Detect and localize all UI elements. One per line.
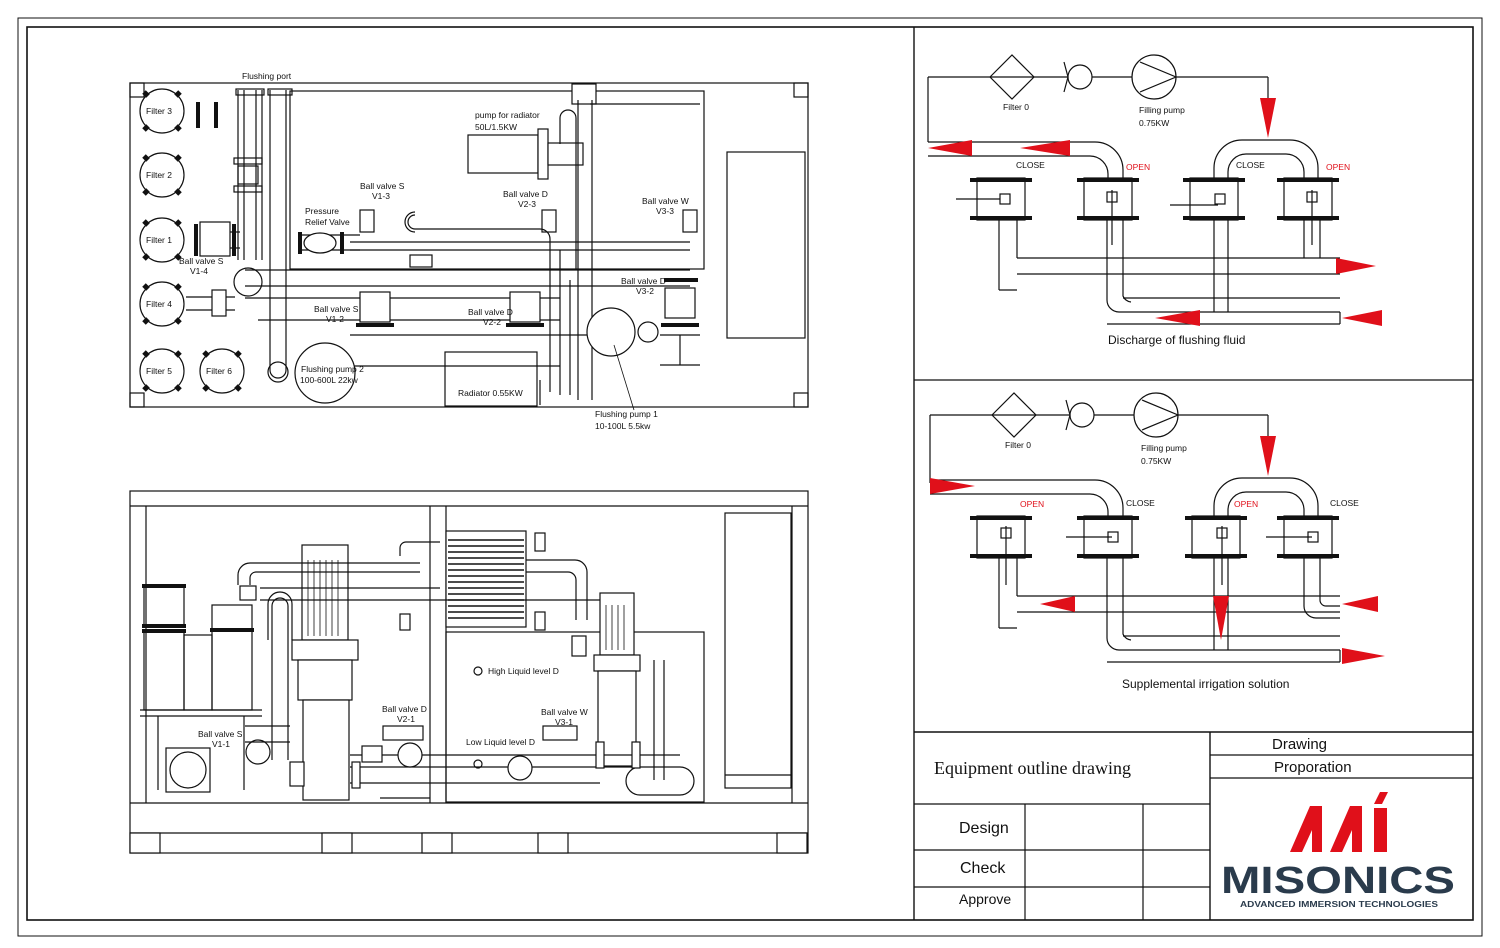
label-flushing-pump-1: Flushing pump 1 bbox=[595, 409, 658, 419]
outer-border bbox=[17, 17, 1483, 937]
logo-tagline: ADVANCED IMMERSION TECHNOLOGIES bbox=[1240, 900, 1439, 909]
flow-arrow-down bbox=[1260, 98, 1276, 138]
label-ball-valve-d-v3-2: Ball valve D bbox=[621, 276, 666, 286]
flow-arrow-left bbox=[1342, 310, 1382, 326]
logo-mark bbox=[1330, 806, 1362, 852]
label-filling-pump-bottom: Filling pump bbox=[1141, 443, 1187, 453]
flow-arrow-left bbox=[1020, 140, 1070, 156]
caption-discharge: Discharge of flushing fluid bbox=[1108, 333, 1245, 347]
label-filling-pump-top: Filling pump bbox=[1139, 105, 1185, 115]
flow-arrow-down bbox=[1260, 436, 1276, 476]
inner-border bbox=[26, 26, 1474, 921]
label-ball-valve-s-v1-3: Ball valve S bbox=[360, 181, 405, 191]
label-ball-valve-s-v1-4-id: V1-4 bbox=[190, 266, 208, 276]
label-ball-valve-d-v2-1-id: V2-1 bbox=[397, 714, 415, 724]
label-filter-2: Filter 2 bbox=[146, 170, 172, 180]
label-filling-pump-bottom-kw: 0.75KW bbox=[1141, 456, 1171, 466]
label-ball-valve-d-v2-2: Ball valve D bbox=[468, 307, 513, 317]
label-flushing-pump-2-spec: 100-600L 22kw bbox=[300, 375, 359, 385]
label-ball-valve-s-v1-2: Ball valve S bbox=[314, 304, 359, 314]
label-filter-6: Filter 6 bbox=[206, 366, 232, 376]
flow-arrow-left bbox=[1342, 596, 1378, 612]
state-valve-2-top: OPEN bbox=[1126, 162, 1150, 172]
label-filter-4: Filter 4 bbox=[146, 299, 172, 309]
label-low-liquid-level: Low Liquid level D bbox=[466, 737, 535, 747]
label-pump-for-radiator-spec: 50L/1.5KW bbox=[475, 122, 517, 132]
title-block: Equipment outline drawing Drawing Propor… bbox=[914, 732, 1473, 920]
label-ball-valve-w-v3-3-id: V3-3 bbox=[656, 206, 674, 216]
logo-mark-dot bbox=[1374, 792, 1388, 804]
state-valve-4-bottom: CLOSE bbox=[1330, 498, 1359, 508]
pump-for-radiator bbox=[467, 128, 584, 180]
filter-group bbox=[139, 88, 245, 394]
label-pressure-relief: Pressure bbox=[305, 206, 339, 216]
label-ball-valve-d-v3-2-id: V3-2 bbox=[636, 286, 654, 296]
flow-arrow-right bbox=[1336, 258, 1376, 274]
title-drawing: Drawing bbox=[1272, 736, 1327, 753]
small-pump-elevation bbox=[593, 592, 641, 767]
label-ball-valve-s-v1-2-id: V1-2 bbox=[326, 314, 344, 324]
flow-arrow-left bbox=[928, 140, 972, 156]
state-valve-1-bottom: OPEN bbox=[1020, 499, 1044, 509]
label-ball-valve-s-v1-1-id: V1-1 bbox=[212, 739, 230, 749]
label-pressure-relief-valve: Relief Valve bbox=[305, 217, 350, 227]
label-radiator: Radiator 0.55KW bbox=[458, 388, 523, 398]
flushing-pump-2 bbox=[294, 342, 356, 404]
state-valve-2-bottom: CLOSE bbox=[1126, 498, 1155, 508]
logo-mark bbox=[1290, 806, 1322, 852]
label-filter-0-top: Filter 0 bbox=[1003, 102, 1029, 112]
title-equipment-outline: Equipment outline drawing bbox=[934, 758, 1131, 778]
state-valve-4-top: OPEN bbox=[1326, 162, 1350, 172]
label-filter-1: Filter 1 bbox=[146, 235, 172, 245]
label-flushing-pump-2: Flushing pump 2 bbox=[301, 364, 364, 374]
label-ball-valve-w-v3-1-id: V3-1 bbox=[555, 717, 573, 727]
title-check: Check bbox=[960, 860, 1006, 877]
flushing-pump-1 bbox=[586, 307, 636, 357]
plan-view: Flushing port Filter 3 Filter 2 Filter 1… bbox=[129, 71, 809, 431]
flow-arrow-left bbox=[1155, 310, 1200, 326]
schematic-discharge: Filter 0 Filling pump 0.75KW CLOSE OPEN … bbox=[927, 54, 1382, 347]
schematic-supplemental: Filter 0 Filling pump 0.75KW OPEN CLOSE … bbox=[929, 392, 1385, 691]
logo-mark-bar bbox=[1374, 808, 1387, 852]
state-valve-3-top: CLOSE bbox=[1236, 160, 1265, 170]
title-proporation: Proporation bbox=[1274, 759, 1352, 776]
state-valve-1-top: CLOSE bbox=[1016, 160, 1045, 170]
label-ball-valve-s-v1-4: Ball valve S bbox=[179, 256, 224, 266]
label-pump-for-radiator: pump for radiator bbox=[475, 110, 540, 120]
label-filling-pump-top-kw: 0.75KW bbox=[1139, 118, 1169, 128]
flow-arrow-left bbox=[1040, 596, 1075, 612]
state-valve-3-bottom: OPEN bbox=[1234, 499, 1258, 509]
label-flushing-port: Flushing port bbox=[242, 71, 292, 81]
flow-arrow-right bbox=[930, 478, 975, 494]
label-high-liquid-level: High Liquid level D bbox=[488, 666, 559, 676]
big-pump-elevation bbox=[291, 544, 359, 801]
title-approve: Approve bbox=[959, 891, 1011, 907]
label-ball-valve-d-v2-1: Ball valve D bbox=[382, 704, 427, 714]
label-ball-valve-s-v1-1: Ball valve S bbox=[198, 729, 243, 739]
label-filter-3: Filter 3 bbox=[146, 106, 172, 116]
label-ball-valve-w-v3-1: Ball valve W bbox=[541, 707, 588, 717]
misonics-logo: MISONICS ADVANCED IMMERSION TECHNOLOGIES bbox=[1221, 792, 1455, 909]
title-design: Design bbox=[959, 820, 1009, 837]
label-ball-valve-d-v2-2-id: V2-2 bbox=[483, 317, 501, 327]
caption-supplemental: Supplemental irrigation solution bbox=[1122, 677, 1289, 691]
label-ball-valve-w-v3-3: Ball valve W bbox=[642, 196, 689, 206]
label-filter-5: Filter 5 bbox=[146, 366, 172, 376]
label-ball-valve-d-v2-3-id: V2-3 bbox=[518, 199, 536, 209]
label-filter-0-bottom: Filter 0 bbox=[1005, 440, 1031, 450]
label-ball-valve-s-v1-3-id: V1-3 bbox=[372, 191, 390, 201]
flow-arrow-right bbox=[1342, 648, 1385, 664]
elevation-view: Ball valve S V1-1 Ball valve D V2-1 Ball… bbox=[129, 490, 809, 854]
label-flushing-pump-1-spec: 10-100L 5.5kw bbox=[595, 421, 651, 431]
flow-arrow-down bbox=[1213, 596, 1229, 640]
logo-name: MISONICS bbox=[1221, 860, 1455, 902]
label-ball-valve-d-v2-3: Ball valve D bbox=[503, 189, 548, 199]
